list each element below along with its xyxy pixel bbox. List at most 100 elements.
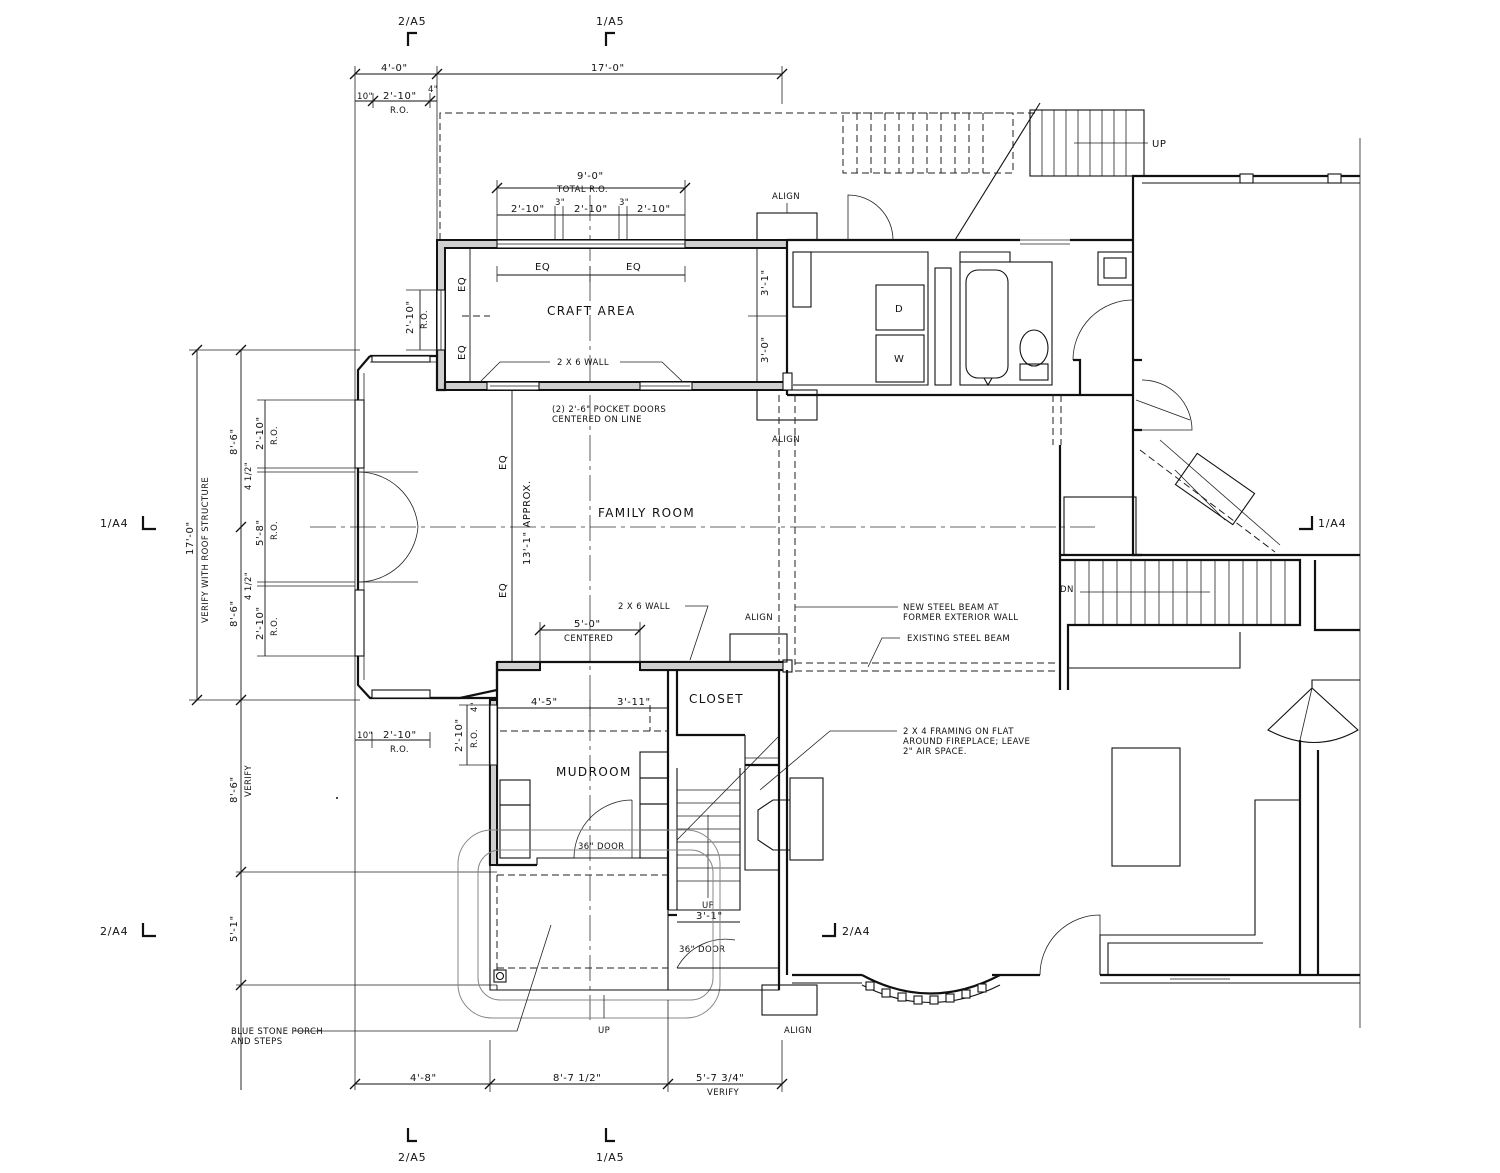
- section-arrow-bottom-left: [406, 1128, 417, 1143]
- section-arrow-right-mid: [1299, 516, 1314, 531]
- sink: [1097, 251, 1134, 286]
- dim-17-0: 17'-0": [591, 63, 625, 74]
- dim-ro: R.O.: [390, 106, 409, 116]
- deck-outline: [439, 112, 1035, 240]
- note-2x6-wall-top: 2 X 6 WALL: [557, 358, 609, 368]
- dim-4: 4": [428, 85, 438, 95]
- laundry-bath-block: D W: [782, 194, 1142, 397]
- bottom-dimension-strings: 4'-8" 8'-7 1/2" 5'-7 3/4" VERIFY: [349, 1000, 788, 1098]
- dim-mud-side-4: 4": [470, 702, 480, 712]
- section-arrow-left-low: [141, 923, 156, 938]
- dim-mud-side-2-10: 2'-10": [454, 718, 465, 752]
- dim-left-8-6-top: 8'-6": [229, 428, 240, 455]
- label-up-top: UP: [1152, 139, 1167, 150]
- note-porch-2: AND STEPS: [231, 1037, 283, 1047]
- section-arrow-top-right: [604, 31, 615, 46]
- note-pocket-doors-1: (2) 2'-6" POCKET DOORS: [552, 405, 666, 415]
- bathtub: [959, 261, 1053, 386]
- dim-craft-eq-b: EQ: [457, 345, 468, 360]
- dim-mud-10: 10": [357, 731, 373, 741]
- craft-area: CRAFT AREA EQ EQ EQ EQ 2'-10" R.O. 3'-1"…: [405, 239, 788, 425]
- note-new-steel-1: NEW STEEL BEAM AT: [903, 603, 999, 613]
- dim-mud-2-10: 2'-10": [383, 730, 417, 741]
- dim-4-5: 4'-5": [531, 697, 558, 708]
- section-arrow-center-low: [822, 923, 837, 938]
- dim-eq-a: EQ: [535, 262, 550, 273]
- dim-4-8: 4'-8": [410, 1073, 437, 1084]
- dim-3-11: 3'-11": [617, 697, 651, 708]
- section-arrow-top-left: [406, 31, 417, 46]
- dim-craft-eq-a: EQ: [457, 277, 468, 292]
- dim-win-3a: 3": [555, 198, 565, 208]
- dim-left-17-0: 17'-0": [185, 521, 196, 555]
- existing-house-top-wall: [1131, 138, 1361, 1028]
- dim-win-c: 2'-10": [637, 204, 671, 215]
- section-markers: 2/A5 1/A5 2/A5 1/A5 1/A4 2/A4 1/A4 2/A4: [100, 15, 1346, 1164]
- note-framing-1: 2 X 4 FRAMING ON FLAT: [903, 727, 1014, 737]
- dim-mud-ro: R.O.: [390, 745, 409, 755]
- section-label-center-low: 2/A4: [842, 925, 870, 938]
- label-door-36-a: 36" DOOR: [578, 842, 624, 852]
- washer: [875, 334, 925, 383]
- dim-left-8-6-low: 8'-6": [229, 776, 240, 803]
- dim-mud-side-ro: R.O.: [470, 729, 480, 748]
- note-porch-1: BLUE STONE PORCH: [231, 1027, 323, 1037]
- dim-craft-3-1: 3'-1": [760, 269, 771, 296]
- note-framing-2: AROUND FIREPLACE; LEAVE: [903, 737, 1030, 747]
- dim-left-verify: VERIFY: [244, 765, 254, 797]
- dim-13-1: 13'-1" APPROX.: [522, 480, 533, 565]
- dim-total-ro: TOTAL R.O.: [556, 185, 608, 195]
- room-label-craft-area: CRAFT AREA: [547, 304, 636, 318]
- section-label-right-mid: 1/A4: [1318, 517, 1346, 530]
- basement-stair: UP 3'-1" 36" DOOR: [668, 734, 781, 969]
- dim-2-10-ro: 2'-10": [383, 91, 417, 102]
- dim-win-3b: 3": [619, 198, 629, 208]
- dim-win-b: 2'-10": [574, 204, 608, 215]
- dim-eq-b: EQ: [626, 262, 641, 273]
- section-label-bottom-left: 2/A5: [398, 1151, 426, 1164]
- toilet: [1019, 363, 1049, 381]
- dryer: [875, 284, 925, 331]
- dim-left-4-half-a: 4 1/2": [244, 462, 254, 490]
- dim-left-2-10-a: 2'-10": [255, 416, 266, 450]
- room-label-mudroom: MUDROOM: [556, 765, 632, 779]
- dim-8-7-half: 8'-7 1/2": [553, 1073, 601, 1084]
- label-dn: DN: [1060, 585, 1074, 595]
- label-door-36-b: 36" DOOR: [679, 945, 725, 955]
- dim-fam-eq-a: EQ: [498, 455, 509, 470]
- section-label-bottom-right: 1/A5: [596, 1151, 624, 1164]
- fireplace: 2 X 4 FRAMING ON FLAT AROUND FIREPLACE; …: [744, 727, 1030, 871]
- note-2x6-wall-mid: 2 X 6 WALL: [618, 602, 670, 612]
- label-washer: W: [894, 354, 905, 365]
- section-label-top-right: 1/A5: [596, 15, 624, 28]
- note-align-mid: ALIGN: [772, 435, 800, 445]
- left-dimension-strings: 17'-0" VERIFY WITH ROOF STRUCTURE 8'-6" …: [185, 344, 497, 1090]
- section-cut-lines: [310, 195, 1095, 1020]
- family-room: FAMILY ROOM EQ EQ 13'-1" APPROX. 5'-0" C…: [354, 350, 1062, 700]
- table: [1111, 747, 1181, 867]
- label-dryer: D: [895, 304, 903, 315]
- dim-win-a: 2'-10": [511, 204, 545, 215]
- dim-left-ro-a: R.O.: [270, 426, 280, 445]
- dim-craft-ro: R.O.: [420, 310, 430, 329]
- dim-left-ro-c: R.O.: [270, 617, 280, 636]
- dim-fam-eq-b: EQ: [498, 583, 509, 598]
- note-align-bottom: ALIGN: [784, 1026, 812, 1036]
- section-label-top-left: 2/A5: [398, 15, 426, 28]
- room-label-family-room: FAMILY ROOM: [598, 506, 695, 520]
- dim-5-0: 5'-0": [574, 619, 601, 630]
- dim-4-0: 4'-0": [381, 63, 408, 74]
- section-label-left-low: 2/A4: [100, 925, 128, 938]
- dim-left-5-8: 5'-8": [255, 519, 266, 546]
- dim-10: 10": [357, 92, 373, 102]
- dim-left-ro-b: R.O.: [270, 521, 280, 540]
- dim-bottom-verify: VERIFY: [707, 1088, 739, 1098]
- note-pocket-doors-2: CENTERED ON LINE: [552, 415, 642, 425]
- label-up-stair: UP: [702, 901, 714, 911]
- section-label-left-mid: 1/A4: [100, 517, 128, 530]
- note-new-steel-2: FORMER EXTERIOR WALL: [903, 613, 1018, 623]
- room-label-closet: CLOSET: [689, 692, 744, 706]
- note-framing-3: 2" AIR SPACE.: [903, 747, 967, 757]
- dim-5-7-3q: 5'-7 3/4": [696, 1073, 744, 1084]
